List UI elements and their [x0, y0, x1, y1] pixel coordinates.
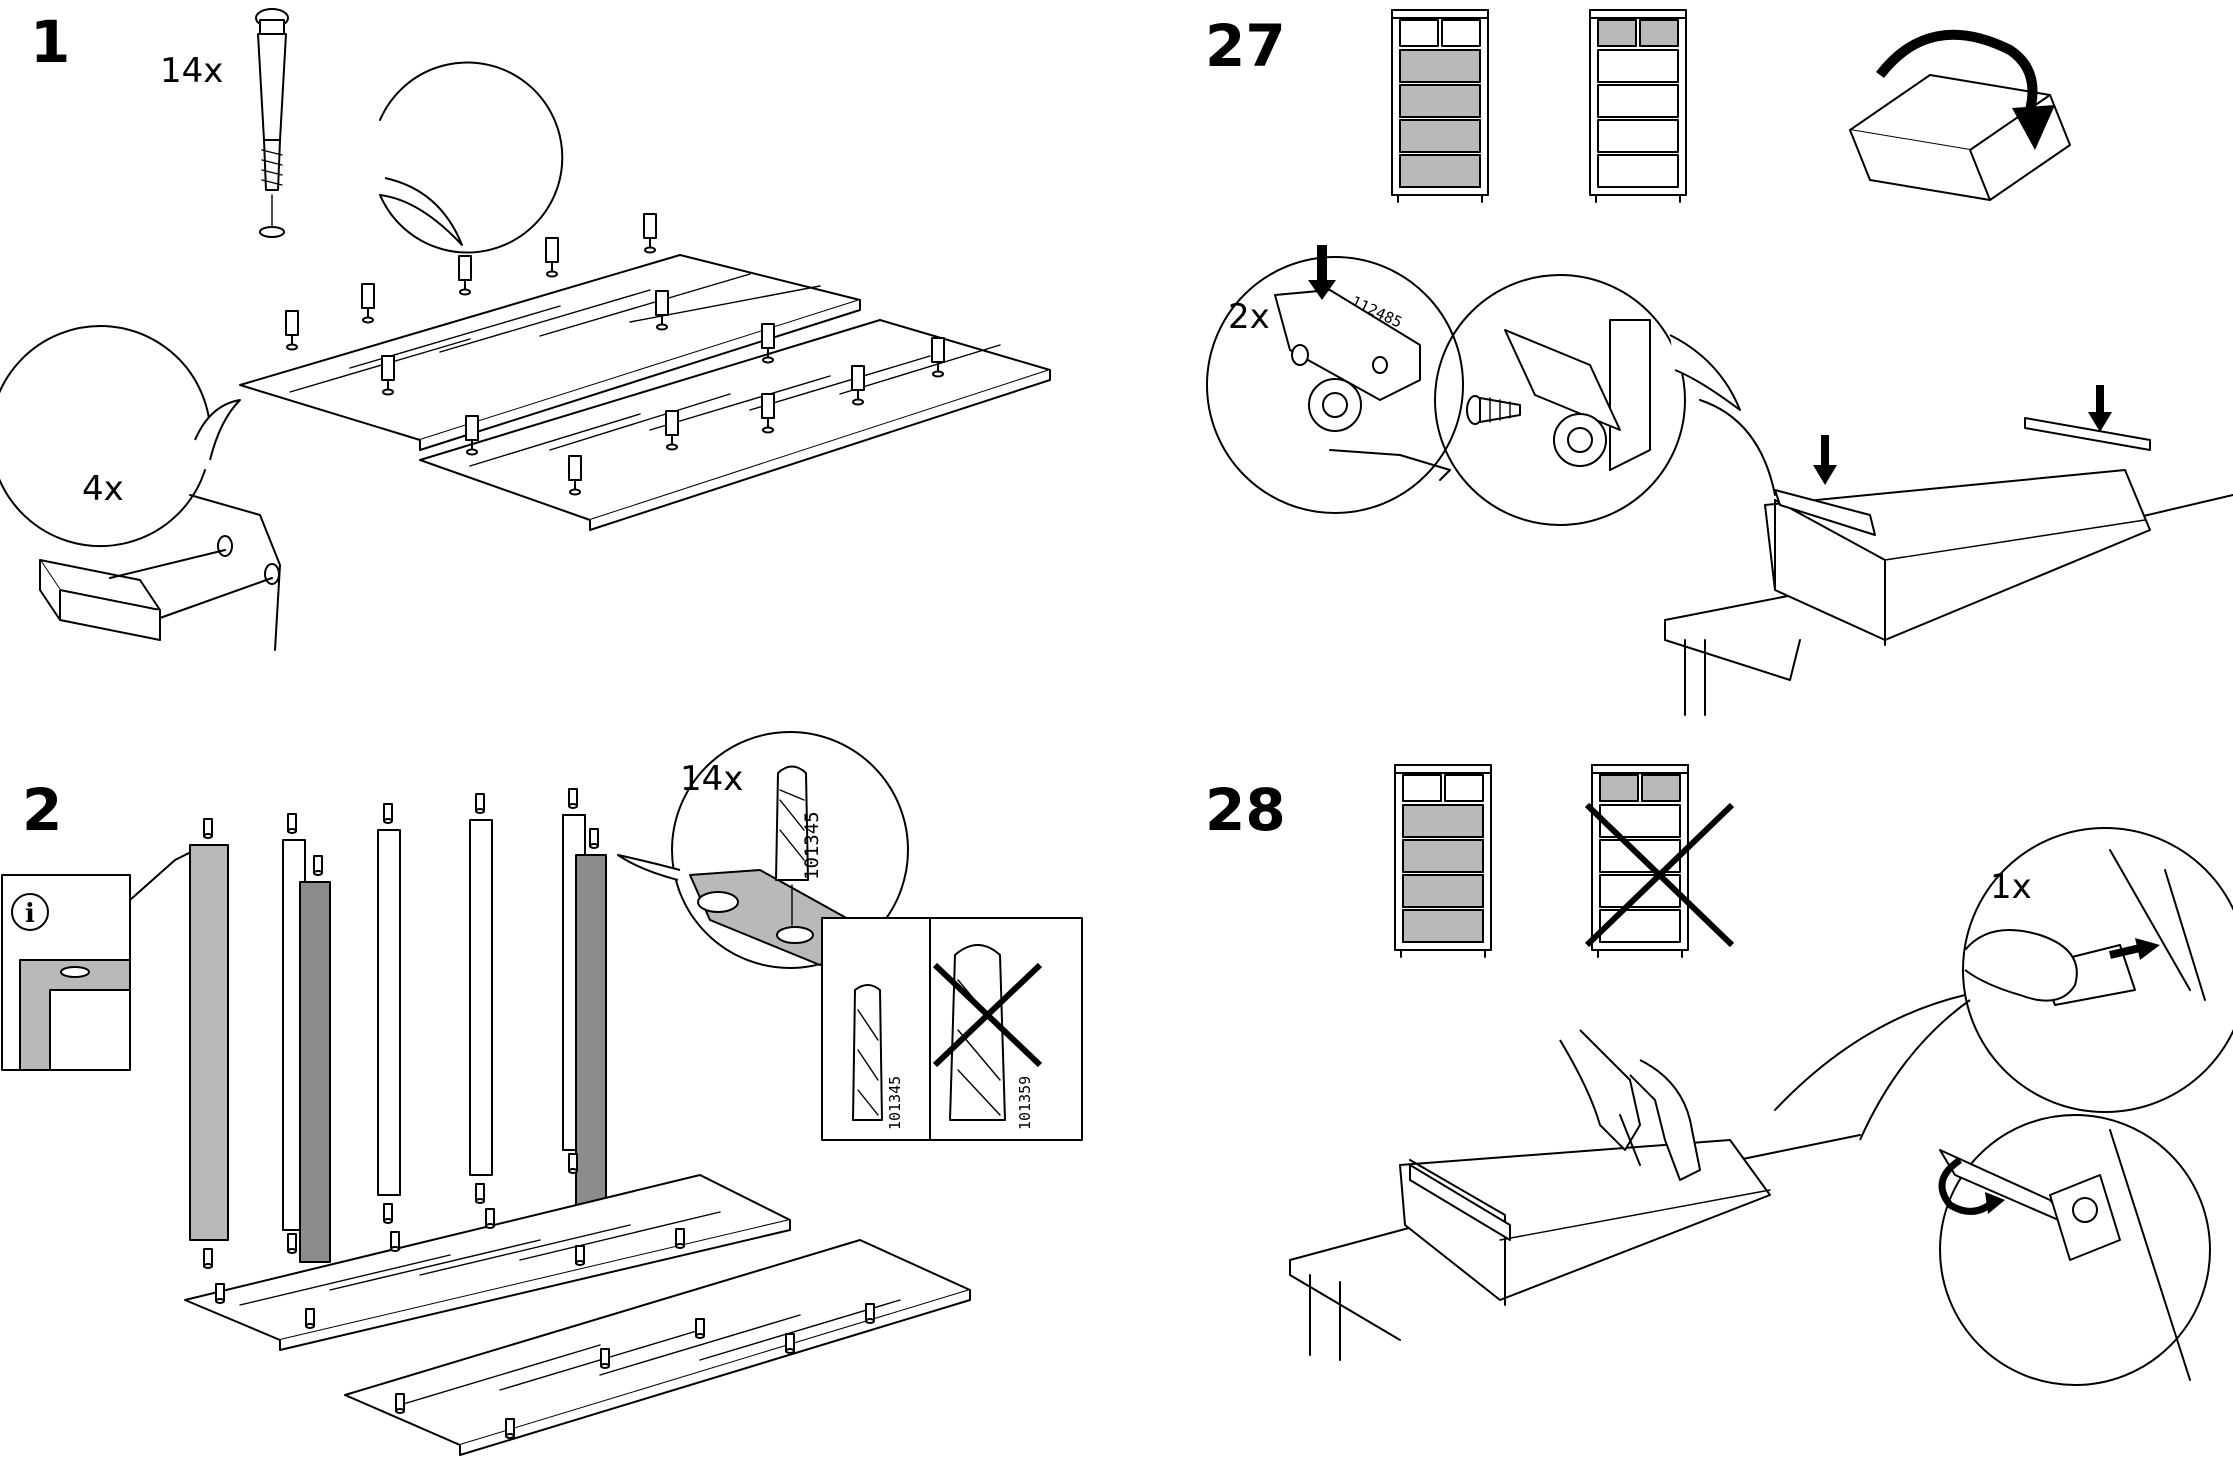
cam-bolt-icon — [256, 9, 288, 237]
dresser-diagram — [1392, 10, 1488, 202]
drawer-on-table — [1665, 385, 2233, 715]
drawer-with-hands — [1290, 1030, 1860, 1360]
wrong-dowel-icon — [950, 945, 1005, 1120]
qty-callout: 2x — [1228, 297, 1270, 337]
step-2: 2 i — [2, 732, 1082, 1455]
part-number: 101345 — [801, 811, 823, 880]
step-number: 2 — [22, 776, 62, 844]
step-1: 1 14x — [0, 8, 1050, 650]
correct-dowel-icon — [853, 985, 882, 1120]
clip-release-detail: 1x — [1775, 828, 2233, 1140]
info-detail: i — [2, 850, 195, 1070]
flip-drawer-icon — [1850, 35, 2070, 200]
dowel-detail: 4x — [0, 326, 280, 650]
qty-callout: 14x — [160, 51, 223, 91]
cam-bolt-detail: 14x — [160, 9, 562, 253]
screw-detail — [1435, 275, 1740, 525]
qty-callout: 4x — [82, 469, 124, 509]
svg-text:i: i — [25, 899, 35, 929]
part-number: 101345 — [886, 1076, 904, 1130]
qty-callout: 1x — [1990, 867, 2032, 907]
step-28: 28 — [1205, 765, 2233, 1385]
step-number: 28 — [1205, 776, 1286, 844]
dowel-comparison: 101345 101359 — [822, 918, 1082, 1140]
screw-icon — [1467, 396, 1520, 424]
screwdriver-detail — [1940, 1115, 2210, 1385]
dresser-diagram — [1395, 765, 1491, 957]
step-number: 27 — [1205, 12, 1286, 80]
step-number: 1 — [30, 8, 70, 76]
qty-callout: 14x — [680, 759, 743, 799]
drawer-runner-detail: 2x 112485 — [1207, 245, 1463, 513]
dresser-diagram-crossed — [1587, 765, 1732, 957]
step-27: 27 2x 112485 — [1205, 10, 2233, 715]
part-number: 101359 — [1016, 1076, 1034, 1130]
dresser-diagram — [1590, 10, 1686, 202]
